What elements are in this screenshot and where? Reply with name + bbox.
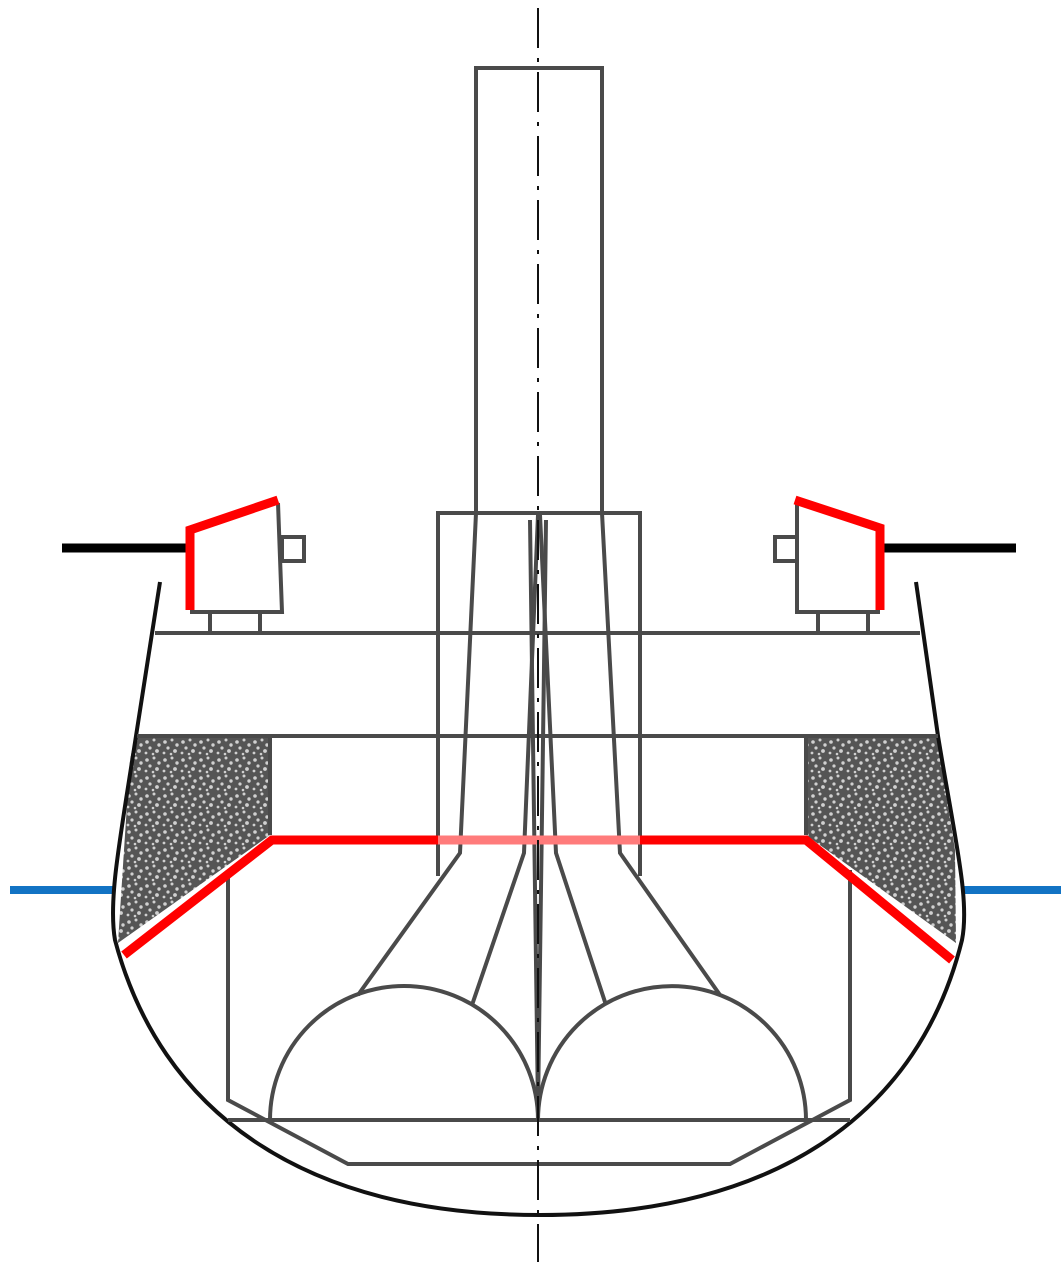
pipe-right-inner: [538, 514, 608, 1006]
bulb-left: [268, 984, 540, 1121]
housing-right-base: [816, 610, 870, 635]
pipe-left-outer: [356, 512, 478, 997]
housing-right-knob: [773, 535, 799, 563]
housing-left-red: [185, 495, 280, 610]
hull: [110, 581, 967, 1218]
structure: [137, 66, 938, 1166]
highlight: [121, 495, 955, 964]
bottom-plate-right: [640, 835, 955, 964]
housing-right-red: [793, 495, 885, 610]
housing-left-knob: [280, 535, 306, 563]
housing-left-base: [208, 610, 262, 635]
pipe-right-outer: [600, 512, 722, 997]
bulb-right: [536, 984, 808, 1121]
housing-left-body: [190, 502, 285, 614]
shaft-housing: [436, 511, 642, 876]
ballast-left: [118, 736, 270, 943]
pipe-left-inner: [470, 514, 540, 1006]
bottom-plate-left: [121, 835, 438, 959]
